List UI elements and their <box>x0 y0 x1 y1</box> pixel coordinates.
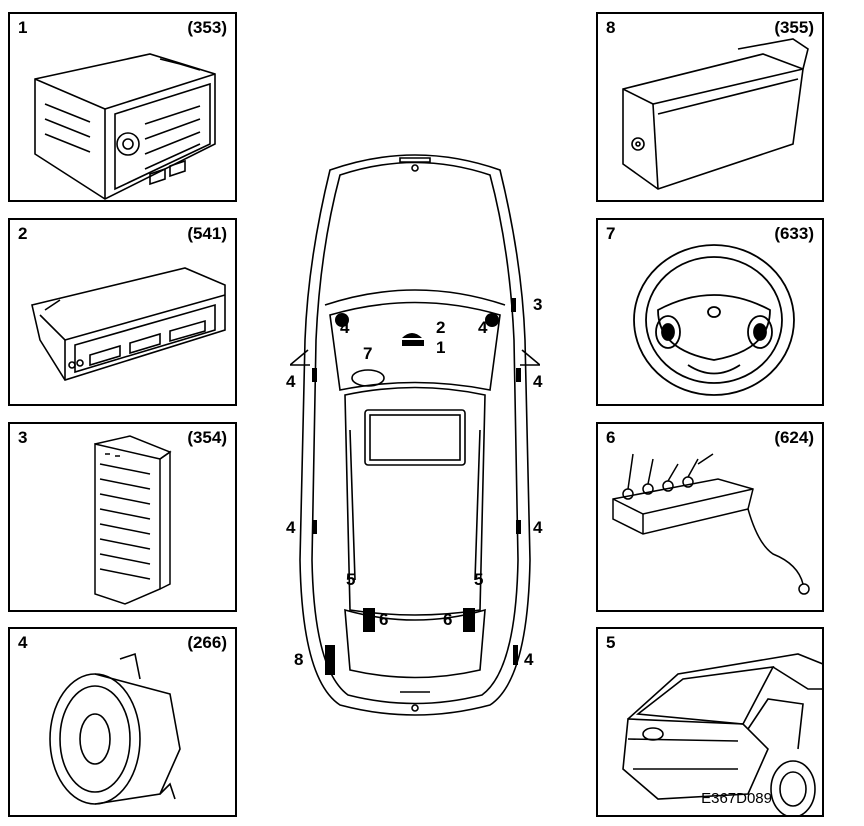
callout-label: 6 <box>443 610 453 629</box>
panel-rear-window-antenna: 5 E367D089 <box>596 627 824 817</box>
callout-label: 4 <box>286 518 296 537</box>
panel-number: 5 <box>606 633 616 652</box>
callout-label: 3 <box>533 295 543 314</box>
panel-number: 7 <box>606 224 616 243</box>
callout-label: 4 <box>524 650 534 669</box>
panel-reference: (541) <box>187 224 227 243</box>
cd-changer-illustration <box>622 38 809 190</box>
panel-reference: (266) <box>187 633 227 652</box>
panel-reference: (624) <box>774 428 814 447</box>
panel-number: 6 <box>606 428 616 447</box>
panel-cd-changer: 8 (355) <box>596 12 824 202</box>
callout-label: 7 <box>363 344 373 363</box>
panel-antenna-amplifier: 6 (624) <box>596 422 824 612</box>
radio-unit-illustration <box>34 53 216 200</box>
callout-label: 2 <box>436 318 446 337</box>
panel-steering-wheel: 7 (633) <box>596 218 824 406</box>
panel-number: 4 <box>18 633 28 652</box>
display-unit-illustration <box>31 267 226 381</box>
panel-reference: (353) <box>187 18 227 37</box>
callout-label: 4 <box>533 372 543 391</box>
callout-label: 8 <box>294 650 304 669</box>
panel-amplifier: 3 (354) <box>8 422 237 612</box>
panel-number: 8 <box>606 18 616 37</box>
callout-label: 1 <box>436 338 446 357</box>
panel-speaker: 4 (266) <box>8 627 237 817</box>
panel-reference: (355) <box>774 18 814 37</box>
panel-number: 1 <box>18 18 28 37</box>
callout-label: 5 <box>474 570 484 589</box>
diagram-code: E367D089 <box>701 790 772 807</box>
car-top-view-illustration <box>290 154 540 716</box>
panel-number: 3 <box>18 428 28 447</box>
antenna-amplifier-illustration <box>612 453 810 595</box>
speaker-illustration <box>49 652 181 805</box>
amplifier-illustration <box>94 435 172 605</box>
rear-car-illustration <box>622 653 822 815</box>
callout-label: 4 <box>340 318 350 337</box>
panel-reference: (633) <box>774 224 814 243</box>
callout-label: 4 <box>478 318 488 337</box>
callout-label: 6 <box>379 610 389 629</box>
steering-wheel-illustration <box>633 244 795 396</box>
callout-label: 5 <box>346 570 356 589</box>
panel-reference: (354) <box>187 428 227 447</box>
panel-radio-unit: 1 (353) <box>8 12 237 202</box>
callout-label: 4 <box>533 518 543 537</box>
panel-number: 2 <box>18 224 28 243</box>
callout-label: 4 <box>286 372 296 391</box>
panel-display-unit: 2 (541) <box>8 218 237 406</box>
